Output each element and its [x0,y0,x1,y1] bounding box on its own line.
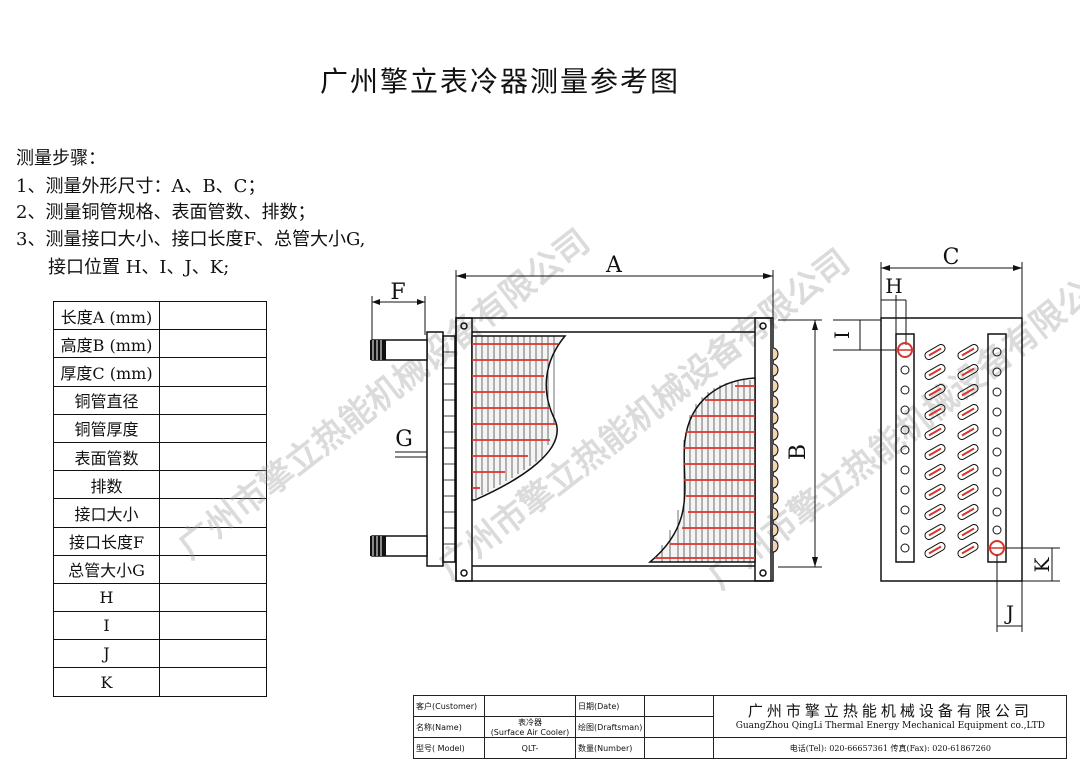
dim-label-j: J [1004,601,1014,625]
customer-value[interactable] [484,695,576,717]
company-name-en: GuangZhou QingLi Thermal Energy Mechanic… [735,720,1045,731]
table-row: I [53,611,267,641]
row-label: 厚度C (mm) [53,357,160,387]
step-3: 3、测量接口大小、接口长度F、总管大小G, [16,229,366,250]
row-label: 铜管直径 [53,385,160,415]
dim-label-c: C [943,245,960,270]
date-label: 日期(Date) [574,695,646,717]
step-3-cont: 接口位置 H、I、J、K; [48,257,230,278]
row-value-cell[interactable] [159,441,267,472]
row-value-cell[interactable] [159,667,267,697]
row-label: J [53,639,160,669]
name-value-en: (Surface Air Cooler) [490,728,570,737]
dim-label-g: G [395,427,413,452]
table-row: K [53,667,267,697]
fin-area-top-left [471,335,567,501]
row-label: 长度A (mm) [53,300,160,331]
table-row: 长度A (mm) [53,300,267,331]
dim-label-a: A [605,253,623,278]
row-label: 表面管数 [53,441,160,472]
row-label: 铜管厚度 [53,413,160,443]
company-cell: 广州市擎立热能机械设备有限公司 GuangZhou QingLi Thermal… [713,695,1068,738]
page-title: 广州擎立表冷器测量参考图 [319,65,680,98]
draftsman-label: 绘图(Draftsman) [574,716,646,738]
row-value-cell[interactable] [159,639,267,669]
table-row: 高度B (mm) [53,329,267,359]
side-view: C H I [830,245,1060,632]
tube-pairs [924,344,979,558]
watermark-layer: 广州市擎立热能机械设备有限公司 广州市擎立热能机械设备有限公司 广州市擎立热能机… [171,222,1080,598]
row-value-cell[interactable] [159,470,267,500]
dim-label-b: B [786,444,811,460]
dim-label-h: H [885,274,902,298]
dim-label-f: F [390,280,405,305]
name-value-cn: 表冷器 [518,718,542,727]
dim-label-i: I [830,331,854,339]
company-contact: 电话(Tel): 020-66657361 传真(Fax): 020-61867… [713,737,1068,759]
step-1: 1、测量外形尺寸：A、B、C； [16,176,266,197]
dim-label-k: K [1030,556,1054,572]
row-label: 高度B (mm) [53,329,160,359]
row-value-cell[interactable] [159,526,267,556]
steps-heading: 测量步骤： [16,148,106,169]
table-row: 接口长度F [53,526,267,556]
row-value-cell[interactable] [159,498,267,528]
model-label: 型号( Model) [413,737,485,759]
return-bends [772,347,779,553]
table-row: 铜管厚度 [53,413,267,443]
date-value[interactable] [644,695,715,717]
table-row: J [53,639,267,669]
table-row: H [53,582,267,613]
row-label: H [53,582,160,613]
draftsman-value[interactable] [644,716,715,738]
step-2: 2、测量铜管规格、表面管数、排数； [16,202,316,223]
front-view: A F G B [370,253,822,582]
row-label: 总管大小G [53,554,160,584]
table-row: 排数 [53,470,267,500]
measurement-table: 长度A (mm) 高度B (mm) 厚度C (mm) 铜管直径 铜管厚度 表面管… [53,300,267,697]
row-label: 接口长度F [53,526,160,556]
number-label: 数量(Number) [574,737,646,759]
name-value: 表冷器 (Surface Air Cooler) [484,716,576,738]
number-value[interactable] [644,737,715,759]
name-label: 名称(Name) [413,716,485,738]
row-label: I [53,611,160,641]
row-value-cell[interactable] [159,611,267,641]
table-row: 铜管直径 [53,385,267,415]
table-row: 表面管数 [53,441,267,472]
company-name-cn: 广州市擎立热能机械设备有限公司 [747,701,1033,720]
row-value-cell[interactable] [159,554,267,584]
customer-label: 客户(Customer) [413,695,485,717]
row-value-cell[interactable] [159,582,267,613]
table-row: 接口大小 [53,498,267,528]
model-value: QLT- [484,737,576,759]
table-row: 总管大小G [53,554,267,584]
fin-area-bottom-right [647,377,756,563]
row-value-cell[interactable] [159,329,267,359]
title-block: 客户(Customer) 日期(Date) 广州市擎立热能机械设备有限公司 Gu… [413,695,1068,759]
row-label: 排数 [53,470,160,500]
